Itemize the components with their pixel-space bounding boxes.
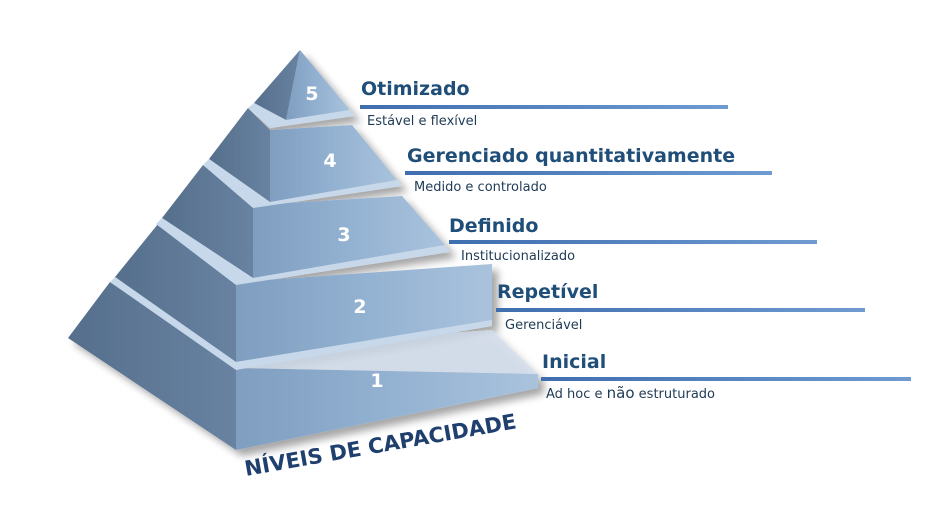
level-2-label: Repetível Gerenciável [496,281,865,333]
level-labels: Otimizado Estável e flexível Gerenciado … [360,78,911,402]
level-4-label: Gerenciado quantitativamente Medido e co… [405,145,772,195]
level-3-left-face [162,165,253,278]
level-2-description: Gerenciável [505,318,582,333]
level-3-front-face [253,196,445,278]
level-4-number: 4 [323,150,336,172]
pyramid-level-3 [156,165,450,285]
level-2-left-face [115,224,236,362]
level-3-title: Definido [449,215,538,237]
level-1-description-part-3: estruturado [635,387,715,402]
pyramid-level-4 [203,108,402,208]
level-1-front-face [236,368,538,450]
level-5-title: Otimizado [361,78,470,100]
level-1-description-part-1: Ad hoc e [546,387,607,402]
pyramid-level-5 [248,50,355,128]
level-5-ledge [248,103,355,128]
level-2-number: 2 [353,296,366,318]
level-numbers: 5 4 3 2 1 [305,83,383,392]
level-5-number: 5 [305,83,318,105]
level-5-front-face [286,50,350,120]
level-4-front-face [270,125,397,202]
pyramid [68,50,538,450]
level-2-front-face [236,264,492,362]
level-3-number: 3 [337,224,350,246]
level-3-ledge [156,218,450,285]
level-5-label: Otimizado Estável e flexível [360,78,728,129]
level-1-underline [541,377,911,381]
level-1-description: Ad hoc e não estruturado [546,384,715,402]
level-1-description-part-2: não [607,384,635,402]
level-3-underline [449,240,817,244]
level-5-description: Estável e flexível [367,114,477,129]
level-1-number: 1 [370,370,383,392]
level-2-ledge [110,277,492,370]
level-4-underline [405,171,772,175]
level-2-title: Repetível [497,281,598,303]
level-4-ledge [203,159,402,208]
level-1-left-face [68,282,236,450]
pyramid-level-2 [110,224,492,370]
level-4-left-face [209,108,270,202]
level-2-underline [496,308,865,312]
level-1-label: Inicial Ad hoc e não estruturado [541,351,911,402]
level-3-description: Institucionalizado [461,249,575,264]
level-4-description: Medido e controlado [414,180,547,195]
level-1-title: Inicial [542,351,606,373]
level-3-label: Definido Institucionalizado [449,215,817,264]
level-5-underline [360,105,728,109]
level-4-title: Gerenciado quantitativamente [407,145,735,167]
level-5-left-face [254,50,300,120]
